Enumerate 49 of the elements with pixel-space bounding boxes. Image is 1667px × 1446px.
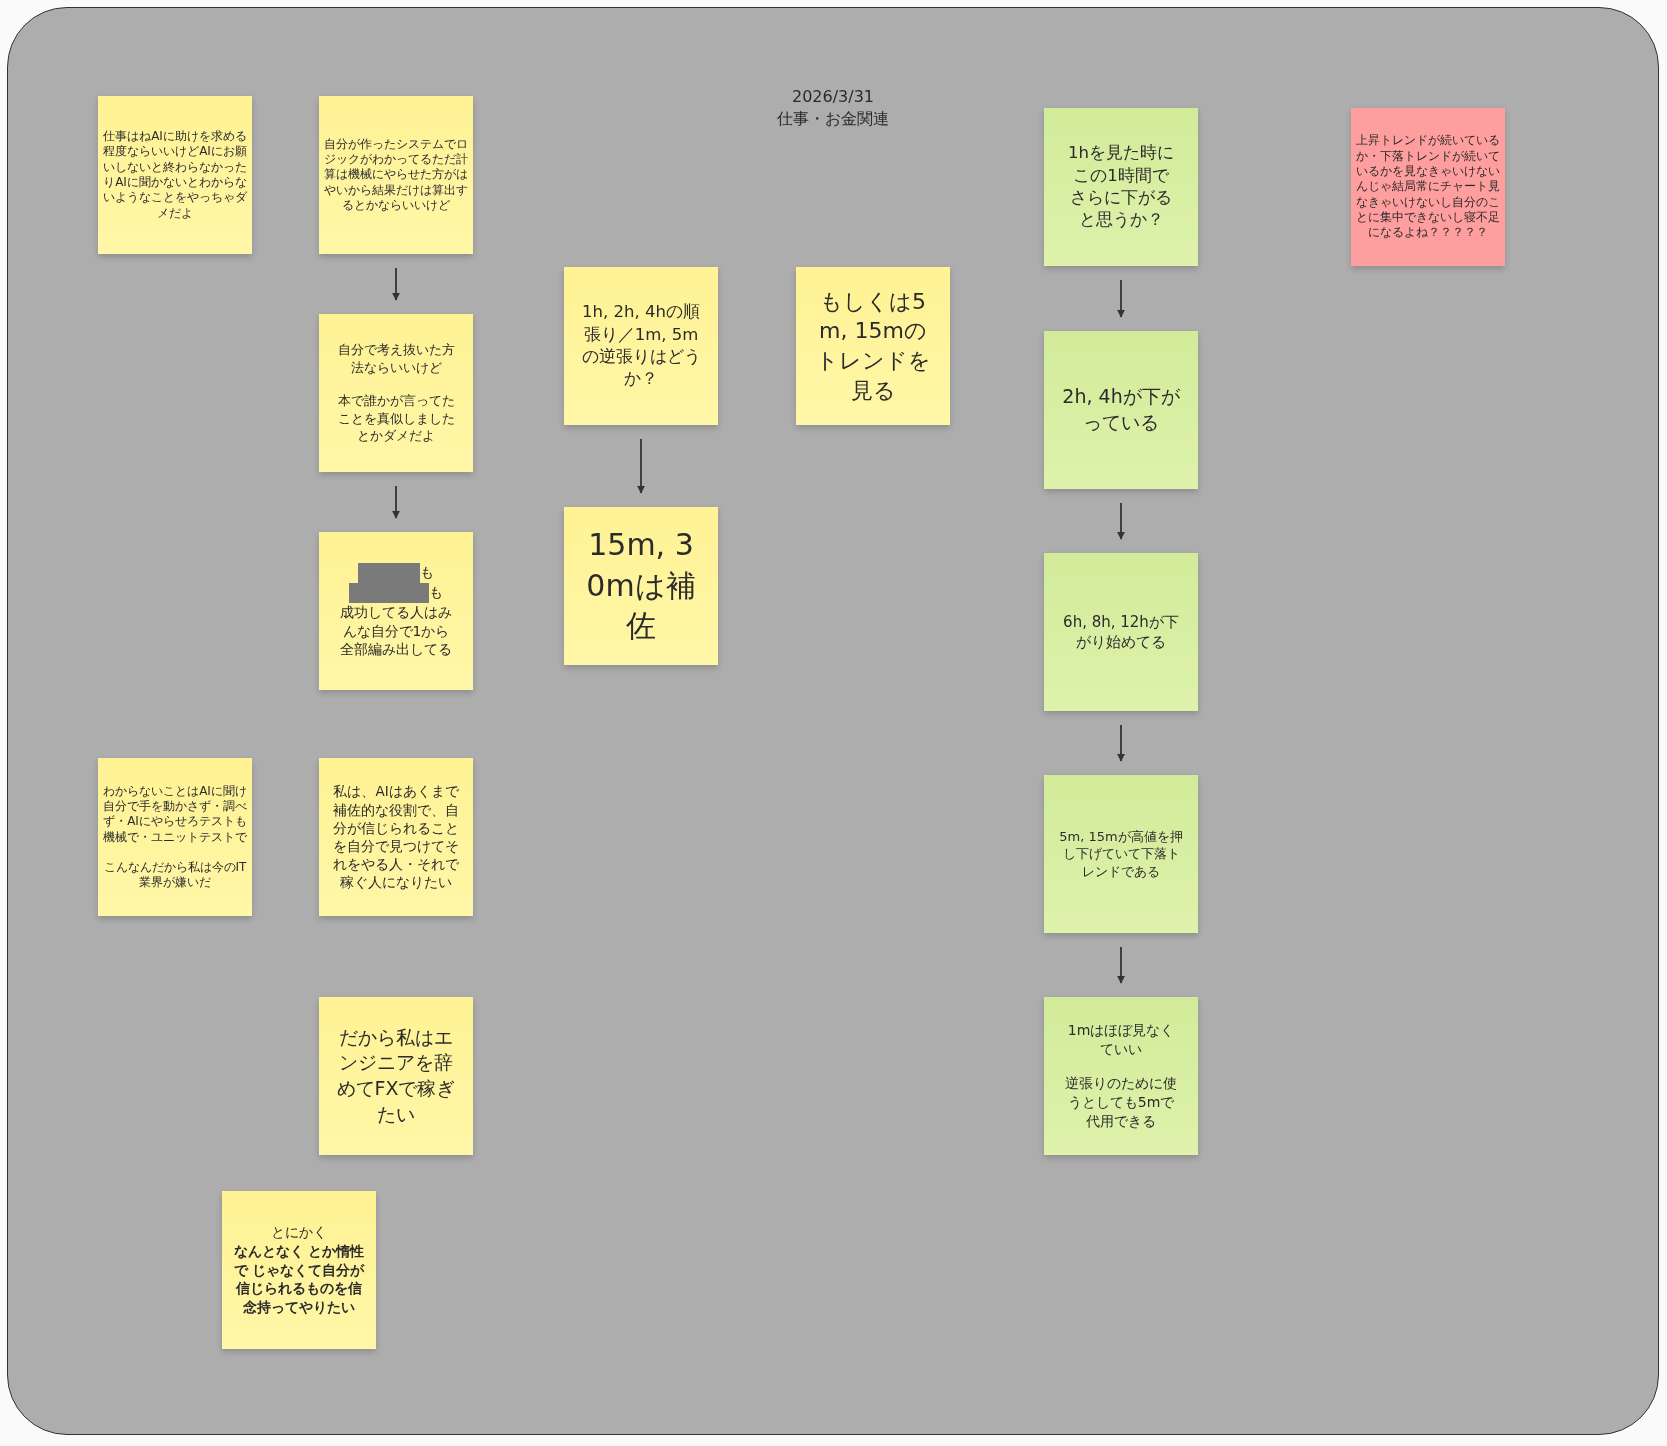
note-text: も bbox=[429, 583, 443, 603]
sticky-note bbox=[319, 96, 473, 254]
note-text: 1mはほぼ見なくていい bbox=[1066, 1020, 1176, 1059]
date-label: 2026/3/31 bbox=[791, 86, 874, 108]
arrow bbox=[392, 267, 400, 301]
sticky-note bbox=[1044, 775, 1198, 933]
board-title: 仕事・お金関連 bbox=[777, 108, 889, 130]
sticky-note bbox=[1044, 108, 1198, 266]
note-text: だから私はエンジニアを辞めてFXで稼ぎたい bbox=[336, 1024, 456, 1127]
note-text: 自分で考え抜いた方法ならいいけど bbox=[336, 341, 456, 377]
arrow bbox=[1117, 502, 1125, 540]
note-text: 逆張りのために使うとしても5mで代用できる bbox=[1064, 1074, 1178, 1131]
arrow bbox=[1117, 946, 1125, 984]
note-text: 6h, 8h, 12hが下がり始めてる bbox=[1062, 611, 1180, 653]
note-text: 1h, 2h, 4hの順張り／1m, 5mの逆張りはどうか？ bbox=[580, 301, 702, 391]
sticky-note bbox=[319, 532, 473, 690]
note-text: 成功してる人はみんな自分で1から全部編み出してる bbox=[339, 602, 453, 660]
sticky-note bbox=[98, 96, 252, 254]
arrow bbox=[392, 485, 400, 519]
sticky-note bbox=[319, 758, 473, 916]
note-text: わからないことはAIに聞け自分で手を動かさず・調べず・AIにやらせろテストも機械で・ユニットテストで bbox=[102, 783, 248, 846]
note-text: 仕事はねAIに助けを求める程度ならいいけどAIにお願いしないと終わらなかったりAIに聞かないとわからないようなことをやっちゃダメだよ bbox=[102, 128, 248, 222]
sticky-note bbox=[1044, 331, 1198, 489]
sticky-note bbox=[319, 997, 473, 1155]
note-text: 5m, 15mが高値を押し下げていて下落トレンドである bbox=[1058, 827, 1184, 881]
arrow bbox=[637, 438, 645, 494]
note-text: こんなんだから私は今のIT業界が嫌いだ bbox=[102, 859, 248, 891]
sticky-note bbox=[98, 758, 252, 916]
note-text: 15m, 30mは補佐 bbox=[586, 526, 696, 646]
sticky-note bbox=[1044, 553, 1198, 711]
note-text: なんとなく とか惰性で じゃなくて自分が信じられるものを信念持ってやりたい bbox=[233, 1241, 365, 1318]
sticky-note bbox=[1044, 997, 1198, 1155]
sticky-note bbox=[564, 267, 718, 425]
note-text: 1hを見た時にこの1時間でさらに下がると思うか？ bbox=[1067, 142, 1175, 232]
arrow bbox=[1117, 724, 1125, 762]
note-text: 2h, 4hが下がっている bbox=[1061, 384, 1181, 435]
note-text: も bbox=[420, 563, 434, 583]
sticky-note bbox=[222, 1191, 376, 1349]
sticky-note bbox=[796, 267, 950, 425]
sticky-note bbox=[1351, 108, 1505, 266]
sticky-note bbox=[319, 314, 473, 472]
note-text: もしくは5m, 15mのトレンドを見る bbox=[814, 287, 932, 405]
sticky-note bbox=[564, 507, 718, 665]
arrow bbox=[1117, 279, 1125, 318]
note-text: 私は、AIはあくまで補佐的な役割で、自分が信じられることを自分で見つけてそれをやる人・それで稼ぐ人になりたい bbox=[332, 782, 460, 892]
note-text: 本で誰かが言ってたことを真似しましたとかダメだよ bbox=[336, 392, 456, 445]
note-text: 自分が作ったシステムでロジックがわかってるただ計算は機械にやらせた方がはやいから結果だけは算出するとかならいいけど bbox=[323, 136, 469, 214]
note-text: 上昇トレンドが続いているか・下落トレンドが続いているかを見なきゃいけないんじゃ結局常にチャート見なきゃいけないし自分のことに集中できないし寝不足になるよね？？？？？ bbox=[1355, 133, 1501, 241]
note-text: とにかく bbox=[270, 1222, 328, 1242]
